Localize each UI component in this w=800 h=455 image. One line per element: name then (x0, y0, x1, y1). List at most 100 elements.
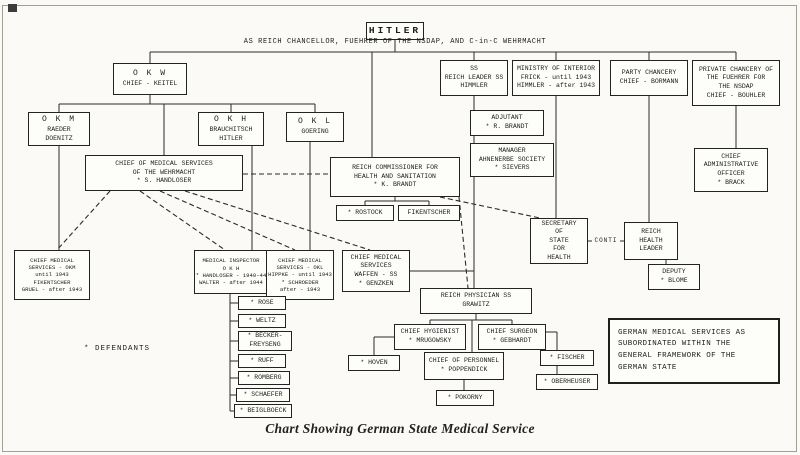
node-line: HEALTH (547, 253, 571, 261)
node-line: REICH LEADER SS (444, 73, 504, 81)
note-box: GERMAN MEDICAL SERVICES AS SUBORDINATED W… (608, 318, 780, 384)
node-chief-surgeon-gebhardt: CHIEF SURGEON* GEBHARDT (478, 324, 546, 350)
node-line: REICH COMMISSIONER FOR (352, 164, 438, 172)
node-fischer: * FISCHER (540, 350, 594, 366)
node-line: CHIEF - KEITEL (122, 80, 178, 88)
node-line: * HOVEN (360, 358, 388, 366)
node-line: MEDICAL INSPECTOR (202, 257, 260, 265)
node-line: * ROSE (250, 298, 274, 306)
node-line: * FISCHER (549, 353, 585, 361)
node-line: HIMMLER (460, 82, 488, 90)
node-line: DEPUTY (662, 268, 686, 276)
node-line: * GENZKEN (358, 279, 394, 287)
node-line: FIKENTSCHER (33, 278, 71, 286)
node-line: until 1943 (35, 271, 69, 279)
node-line: CHIEF OF MEDICAL SERVICES (115, 160, 213, 168)
node-line: HIPPKE - until 1943 (268, 271, 332, 279)
node-line: O K M (41, 114, 76, 124)
node-line: REICH PHYSICIAN SS (440, 292, 512, 300)
node-hitler: HITLER (366, 22, 424, 40)
node-schaefer: * SCHAEFER (236, 388, 290, 402)
node-line: O K H (213, 114, 248, 124)
node-line: GRAWITZ (462, 301, 490, 308)
node-line: * BEIGLBOECK (239, 406, 287, 414)
node-line: CHIEF MEDICAL (350, 253, 402, 261)
node-line: * K. BRANDT (373, 181, 417, 189)
dashed-connectors (56, 173, 541, 289)
node-line: FRICK - until 1943 (520, 73, 592, 81)
node-line: CHIEF - BOUHLER (706, 91, 766, 99)
node-deputy-blome: DEPUTY* BLOME (648, 264, 700, 290)
node-line: * RUFF (250, 356, 274, 364)
node-line: CHIEF HYGIENIST (400, 328, 460, 336)
node-line: O K W (132, 68, 167, 78)
node-line: STATE (549, 236, 569, 244)
node-line: FIKENTSCHER (407, 208, 451, 216)
node-chief-of-personnel-poppendick: CHIEF OF PERSONNEL* POPPENDICK (424, 352, 504, 380)
node-line: * BRACK (717, 178, 745, 186)
node-weltz: * WELTZ (238, 314, 286, 328)
node-line: * OBERHEUSER (543, 377, 591, 385)
node-hoven: * HOVEN (348, 355, 400, 371)
node-line: CHIEF (721, 152, 741, 160)
conti-link-label: CONTI (592, 236, 620, 245)
node-oberheuser: * OBERHEUSER (536, 374, 598, 390)
node-line: SECRETARY (541, 219, 577, 227)
node-line: * GEBHARDT (492, 337, 532, 344)
node-line: O K L (297, 116, 332, 126)
page-border (2, 5, 797, 452)
defendants-legend: * DEFENDANTS (84, 345, 151, 353)
node-line: * S. HANDLOSER (136, 177, 192, 185)
node-line: BRAUCHITSCH (209, 126, 253, 134)
node-line: DOENITZ (45, 134, 73, 142)
node-line: * BECKER- (247, 332, 283, 340)
node-line: CHIEF MEDICAL (278, 256, 322, 264)
node-line: HEALTH (639, 236, 663, 244)
node-rostock: * ROSTOCK (336, 205, 394, 221)
node-line: MANAGER (498, 147, 526, 155)
node-line: HITLER (368, 24, 422, 36)
node-adjutant: ADJUTANT* R. BRANDT (470, 110, 544, 136)
node-line: HITLER (219, 134, 243, 142)
node-okl: O K L GOERING (286, 112, 344, 142)
node-line: * MRUGOWSKY (408, 337, 452, 344)
node-pokorny: * POKORNY (436, 390, 494, 406)
node-line: SS (470, 65, 478, 73)
node-line: SUBORDINATED WITHIN THE (618, 340, 731, 349)
node-line: * ROSTOCK (347, 208, 383, 216)
node-line: * POKORNY (447, 393, 483, 401)
node-chief-hygienist-mrugowsky: CHIEF HYGIENIST* MRUGOWSKY (394, 324, 466, 350)
node-romberg: * ROMBERG (238, 371, 290, 385)
node-line: CHIEF SURGEON (486, 328, 538, 336)
node-rose: * ROSE (238, 296, 286, 310)
node-line: ADMINISTRATIVE (703, 161, 759, 169)
node-line: * POPPENDICK (440, 366, 488, 373)
node-line: GRUEL - after 1943 (21, 286, 83, 294)
node-line: PRIVATE CHANCERY OF (698, 65, 774, 73)
subtitle-text: AS REICH CHANCELLOR, FUEHRER OF THE NSDA… (243, 38, 547, 46)
node-line: * SCHAEFER (243, 390, 283, 398)
node-line: GERMAN MEDICAL SERVICES AS (618, 328, 746, 337)
node-line: * BLOME (660, 277, 688, 284)
node-line: OF THE WEHRMACHT (132, 168, 196, 176)
node-line: GOERING (301, 128, 329, 136)
node-line: SERVICES - OKM (28, 263, 76, 271)
node-line: HIMMLER - after 1943 (516, 82, 595, 90)
node-line: REICH (641, 228, 661, 236)
